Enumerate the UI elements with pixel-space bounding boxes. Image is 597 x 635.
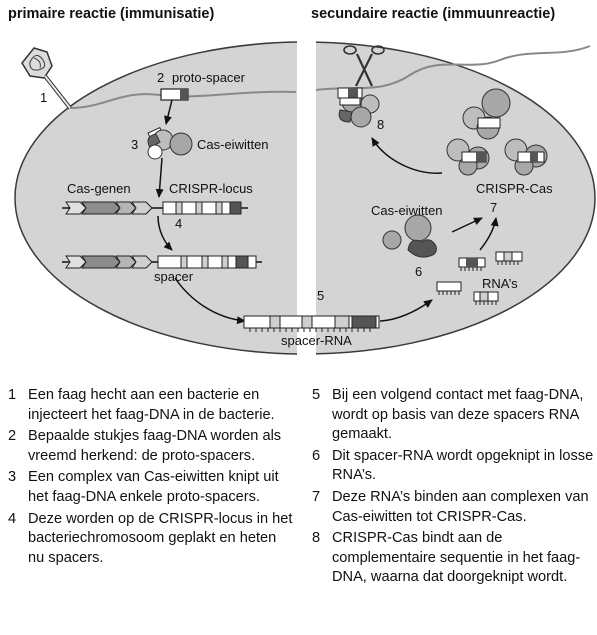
- label-step-7: 7: [490, 200, 497, 215]
- label-cas-eiwitten-right: Cas-eiwitten: [371, 203, 443, 218]
- legend-left-column: 1 Een faag hecht aan een bacterie en inje…: [8, 386, 296, 570]
- legend-number: 8: [312, 530, 321, 547]
- primary-reaction-title: primaire reactie (immunisatie): [8, 6, 215, 22]
- loose-rna-4: [473, 291, 499, 305]
- legend-item: 2 Bepaalde stukjes faag-DNA worden als vr…: [8, 427, 296, 466]
- legend-number: 2: [8, 428, 17, 445]
- label-rnas: RNA’s: [482, 276, 518, 291]
- legend-item: 5 Bij een volgend contact met faag-DNA, w…: [312, 386, 594, 445]
- arrow-to-spacer-rna: [174, 277, 246, 325]
- arrow-6-7-b: [479, 217, 499, 251]
- legend-text: Deze worden op de CRISPR-locus in het ba…: [28, 510, 293, 566]
- label-step-6: 6: [415, 264, 422, 279]
- phage-icon: [21, 47, 72, 110]
- scissors-icon: [343, 45, 385, 87]
- proto-spacer-segment: [160, 88, 189, 101]
- label-crispr-cas: CRISPR-Cas: [476, 181, 553, 196]
- label-step-4: 4: [175, 216, 182, 231]
- legend-text: Dit spacer-RNA wordt opgeknipt in losse …: [332, 447, 594, 484]
- loose-rna-3: [436, 281, 462, 295]
- legend-text: Een faag hecht aan een bacterie en injec…: [28, 387, 275, 423]
- arrow-3-4: [155, 157, 164, 198]
- crispr-cas-complex-left: [446, 138, 490, 176]
- bacterial-chromosome-2: [62, 255, 262, 269]
- legend-item: 7 Deze RNA’s binden aan complexen van Cas…: [312, 488, 594, 527]
- label-step-3: 3: [131, 137, 138, 152]
- legend-item: 1 Een faag hecht aan een bacterie en inje…: [8, 386, 296, 425]
- legend-number: 7: [312, 488, 321, 505]
- bound-crispr-cas-icon: [337, 87, 380, 128]
- legend-text: Een complex van Cas-eiwitten knipt uit h…: [28, 469, 279, 505]
- label-step-2: 2: [157, 70, 164, 85]
- label-spacer: spacer: [154, 269, 194, 284]
- legend-number: 6: [312, 447, 321, 464]
- crispr-cas-complex-top: [462, 88, 511, 140]
- label-proto-spacer: proto-spacer: [172, 70, 246, 85]
- loose-rna-1: [458, 257, 486, 271]
- loose-rna-2: [495, 251, 523, 265]
- secondary-reaction-title: secundaire reactie (immuunreactie): [311, 6, 556, 22]
- arrow-6-7-a: [451, 217, 483, 233]
- legend-right-column: 5 Bij een volgend contact met faag-DNA, w…: [312, 386, 594, 590]
- legend-number: 1: [8, 387, 17, 403]
- arrow-4-locus: [157, 215, 173, 251]
- legend-number: 5: [312, 387, 321, 403]
- phage-dna-left: [69, 90, 297, 109]
- legend-number: 4: [8, 510, 17, 527]
- bacterial-chromosome-1: [62, 201, 248, 215]
- arrow-5-6: [379, 299, 433, 322]
- phage-dna-right: [315, 45, 591, 91]
- arrow-2-3: [164, 99, 173, 125]
- legend-item: 6 Dit spacer-RNA wordt opgeknipt in losse…: [312, 447, 594, 486]
- legend-text: Bepaalde stukjes faag-DNA worden als vre…: [28, 428, 282, 464]
- legend-item: 8 CRISPR-Cas bindt aan de complementaire …: [312, 529, 594, 588]
- label-crispr-locus: CRISPR-locus: [169, 181, 253, 196]
- label-step-5: 5: [317, 288, 324, 303]
- legend-item: 4 Deze worden op de CRISPR-locus in het b…: [8, 510, 296, 569]
- bacterium-left-half: [14, 41, 297, 355]
- cas-complex-icon: [147, 126, 193, 160]
- free-cas-proteins-icon: [382, 214, 437, 258]
- arrow-7-8: [371, 137, 443, 174]
- legend-number: 3: [8, 469, 17, 486]
- bacterium-right-half: [316, 41, 596, 355]
- label-step-1: 1: [40, 90, 47, 105]
- legend-text: Bij een volgend contact met faag-DNA, wo…: [332, 387, 584, 443]
- legend-item: 3 Een complex van Cas-eiwitten knipt uit …: [8, 468, 296, 507]
- label-step-8: 8: [377, 117, 384, 132]
- crispr-diagram: 1 2 proto-spacer 3 Cas-eiwitten Cas-gene…: [14, 41, 596, 355]
- label-cas-genen: Cas-genen: [67, 181, 131, 196]
- label-spacer-rna: spacer-RNA: [281, 333, 352, 348]
- label-cas-eiwitten-left: Cas-eiwitten: [197, 137, 269, 152]
- crispr-cas-complex-right: [504, 138, 548, 176]
- legend-text: Deze RNA’s binden aan complexen van Cas-…: [332, 488, 589, 525]
- legend-text: CRISPR-Cas bindt aan de complementaire s…: [332, 530, 581, 586]
- spacer-rna-strand: [243, 315, 380, 332]
